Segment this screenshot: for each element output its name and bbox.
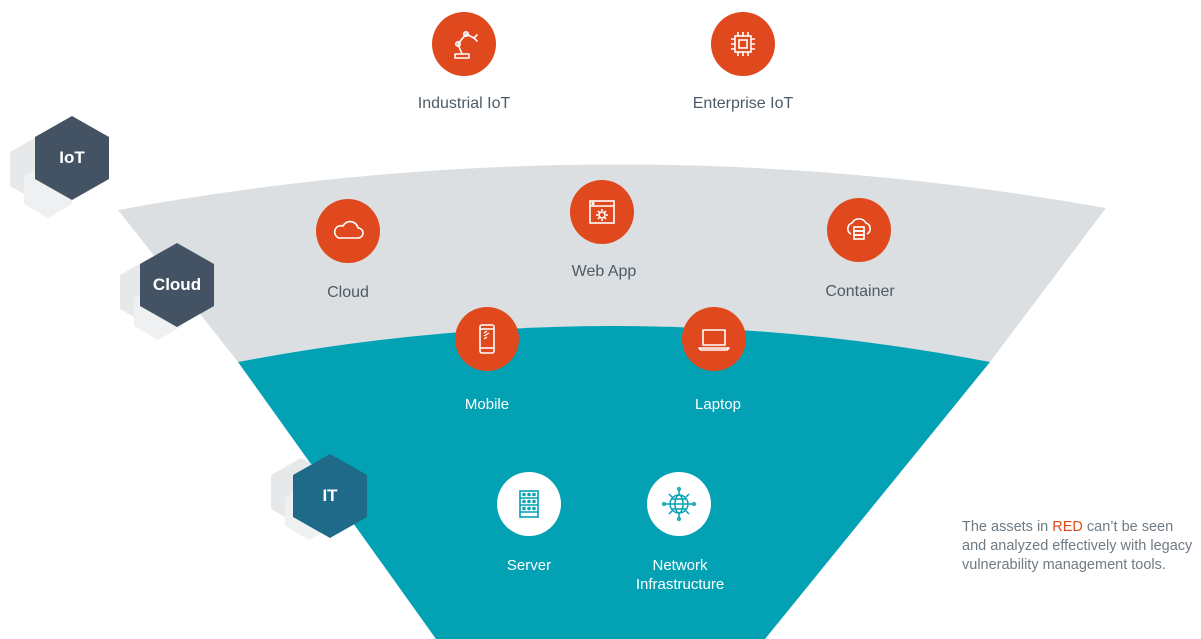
note-text-after: can’t be seen and analyzed effectively w… xyxy=(962,519,1193,573)
industrial-iot-node xyxy=(432,12,496,76)
chip-icon xyxy=(731,32,755,56)
globe-network-icon xyxy=(662,487,696,521)
note-highlight-red: RED xyxy=(1052,519,1083,535)
cloud-hex xyxy=(140,243,214,327)
mobile-phone-icon xyxy=(479,324,495,354)
mobile-label: Mobile xyxy=(464,396,510,413)
web-app-label: Web App xyxy=(571,263,637,280)
legend-note: The assets in RED can’t be seen and anal… xyxy=(962,518,1198,575)
note-text-before: The assets in xyxy=(962,519,1053,535)
iot-hex-group xyxy=(10,116,109,218)
cloud-icon xyxy=(333,220,364,239)
tier-label-cloud: Cloud xyxy=(152,275,202,294)
laptop-node xyxy=(682,307,746,371)
cloud-node xyxy=(316,199,380,263)
server-label: Server xyxy=(506,557,552,574)
network-label-line2: Infrastructure xyxy=(635,576,725,593)
it-tier-funnel xyxy=(238,326,990,639)
tier-label-it: IT xyxy=(322,486,338,505)
cloud-hex-group xyxy=(120,243,214,340)
laptop-icon xyxy=(698,329,730,351)
web-app-gear-icon xyxy=(589,200,615,224)
network-label-line1: Network xyxy=(652,557,708,574)
it-hex xyxy=(293,454,367,538)
container-label: Container xyxy=(825,283,895,300)
cloud-container-icon xyxy=(847,218,871,240)
server-rack-icon xyxy=(519,490,539,518)
mobile-node xyxy=(455,307,519,371)
laptop-label: Laptop xyxy=(695,396,741,413)
it-hex-group xyxy=(271,454,367,540)
industrial-iot-label: Industrial IoT xyxy=(417,95,511,112)
robot-arm-icon xyxy=(454,31,478,59)
cloud-label: Cloud xyxy=(327,284,369,301)
web-app-node xyxy=(570,180,634,244)
enterprise-iot-label: Enterprise IoT xyxy=(692,95,794,112)
container-node xyxy=(827,198,891,262)
enterprise-iot-node xyxy=(711,12,775,76)
server-node xyxy=(497,472,561,536)
tier-label-iot: IoT xyxy=(59,148,85,167)
network-node xyxy=(647,472,711,536)
iot-hex xyxy=(35,116,109,200)
